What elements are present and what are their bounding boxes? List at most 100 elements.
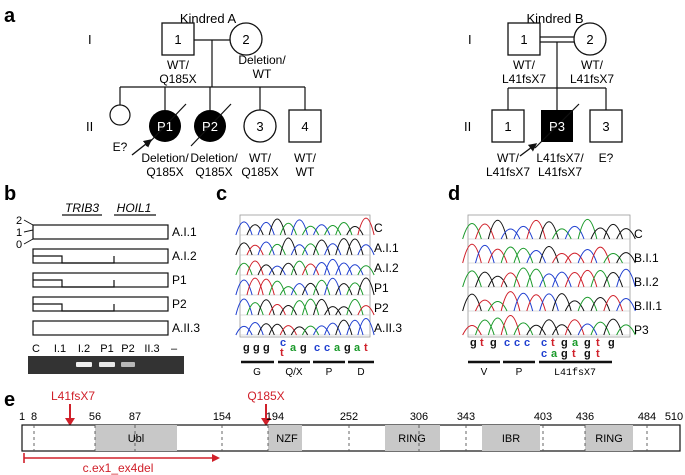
pos-510: 510 (665, 411, 683, 423)
seq-c-2: g (263, 342, 270, 354)
seq-c-0: g (243, 342, 250, 354)
kindred-a-proband-arrow (131, 139, 153, 156)
trace-peak (324, 243, 342, 256)
kindred-b-P3-deceased-slash (534, 103, 580, 149)
trace-peak (513, 322, 534, 336)
panel-a: a I II Kindred A 1 WT/ Q185X 2 Deletion/… (4, 5, 322, 179)
trace-peak (357, 318, 375, 336)
kindred-a-I2-genotype-2: WT (253, 67, 272, 81)
kindred-a-II0-label: E? (113, 140, 128, 154)
kindred-a-I1-male (161, 22, 195, 56)
trace-peak (577, 296, 598, 312)
panel-c: c C A.I.1 A.I.2 P1 P2 A.II.3 g g g c t a… (216, 183, 402, 378)
chromatogram-d-traces (462, 218, 636, 336)
gel-band-P2 (121, 362, 135, 367)
trace-peak (500, 272, 521, 288)
trace-peak (324, 224, 342, 236)
trace-peak (526, 324, 546, 336)
trace-peak (235, 242, 253, 256)
trace-peak (313, 261, 331, 276)
trace-peak (475, 319, 495, 336)
trace-peak (500, 246, 521, 264)
trace-peak (590, 227, 611, 240)
cn-tick-2: 2 (16, 215, 22, 227)
trace-peak (324, 322, 342, 336)
seq-c-11: t (364, 342, 368, 354)
trace-peak (235, 325, 253, 336)
gene-trib3-label: TRIB3 (65, 201, 99, 215)
chromatogram-d-row-P3: P3 (634, 323, 649, 337)
trace-peak (616, 268, 636, 288)
chromatogram-c-traces (235, 217, 375, 336)
domain-nzf (268, 425, 302, 451)
kindred-b-II1-male (491, 109, 525, 143)
cn-plots (32, 224, 169, 336)
sequence-c: g g g c t a g c c a g a t (243, 337, 368, 359)
trace-peak (268, 280, 286, 296)
trace-peak (500, 291, 521, 312)
trace-peak (577, 323, 598, 336)
trace-peak (246, 244, 264, 256)
trace-peak (301, 282, 320, 296)
seq-d-7: t (551, 337, 555, 349)
trace-peak (357, 305, 375, 316)
trace-peak (475, 271, 495, 288)
kindred-b-II3-label: E? (599, 151, 614, 165)
gel-lane-P1: P1 (100, 343, 113, 355)
trace-peak (577, 218, 598, 240)
kindred-a-P2-genotype-1: Deletion/ (190, 151, 238, 165)
seq-d-10: g (584, 337, 591, 349)
trace-peak (590, 246, 611, 264)
kindred-b-I2-genotype-1: WT/ (581, 58, 604, 72)
seq-c-3: c (280, 337, 286, 349)
trace-peak (324, 306, 342, 316)
mutation-L41fsX7-arrow-icon (65, 418, 75, 426)
trace-peak (539, 319, 559, 336)
trace-peak (564, 225, 585, 240)
trace-peak (513, 292, 534, 312)
trace-peak (577, 248, 598, 264)
kindred-a-II4-genotype-1: WT/ (294, 151, 317, 165)
trace-peak (279, 222, 297, 236)
seq-c-10: a (354, 342, 361, 354)
kindred-b-proband-arrow (519, 143, 538, 157)
kindred-a-II3-female (243, 109, 277, 143)
seq-d-5: c (524, 337, 530, 349)
mutation-L41fsX7-label: L41fsX7 (51, 389, 95, 403)
trace-peak (335, 283, 353, 296)
trace-peak (301, 263, 320, 276)
panel-c-label: c (216, 183, 227, 205)
cn-row-label-AI1: A.I.1 (172, 225, 197, 239)
chromatogram-c-row-AI2: A.I.2 (374, 261, 399, 275)
trace-peak (301, 243, 320, 256)
trace-peak (616, 324, 636, 336)
trace-peak (603, 318, 623, 336)
trace-peak (324, 277, 342, 296)
trace-peak (513, 267, 534, 288)
mutation-Q185X-arrow-icon (261, 418, 271, 426)
codon-c-P: P (326, 367, 333, 378)
kindred-b-P3-genotype-2: L41fsX7 (538, 165, 582, 179)
trace-peak (346, 298, 364, 316)
trace-peak (539, 245, 559, 264)
trace-peak (616, 228, 636, 240)
pos-403: 403 (534, 411, 552, 423)
panel-a-label: a (4, 5, 16, 27)
trace-peak (526, 294, 546, 312)
trace-peak (246, 260, 264, 276)
seq-c-3-alt: t (280, 347, 284, 359)
seq-d-0: g (470, 337, 477, 349)
trace-peak (301, 298, 320, 316)
trace-peak (603, 272, 623, 288)
trace-peak (500, 228, 521, 240)
trace-peak (487, 248, 508, 264)
deletion-label: c.ex1_ex4del (83, 461, 154, 475)
pos-154: 154 (213, 411, 231, 423)
trace-peak (603, 223, 623, 240)
trace-peak (279, 286, 297, 296)
trace-peak (475, 244, 495, 264)
trace-peak (335, 319, 353, 336)
trace-peak (513, 225, 534, 240)
pos-8: 8 (31, 411, 37, 423)
kindred-b-title: Kindred B (526, 11, 583, 26)
